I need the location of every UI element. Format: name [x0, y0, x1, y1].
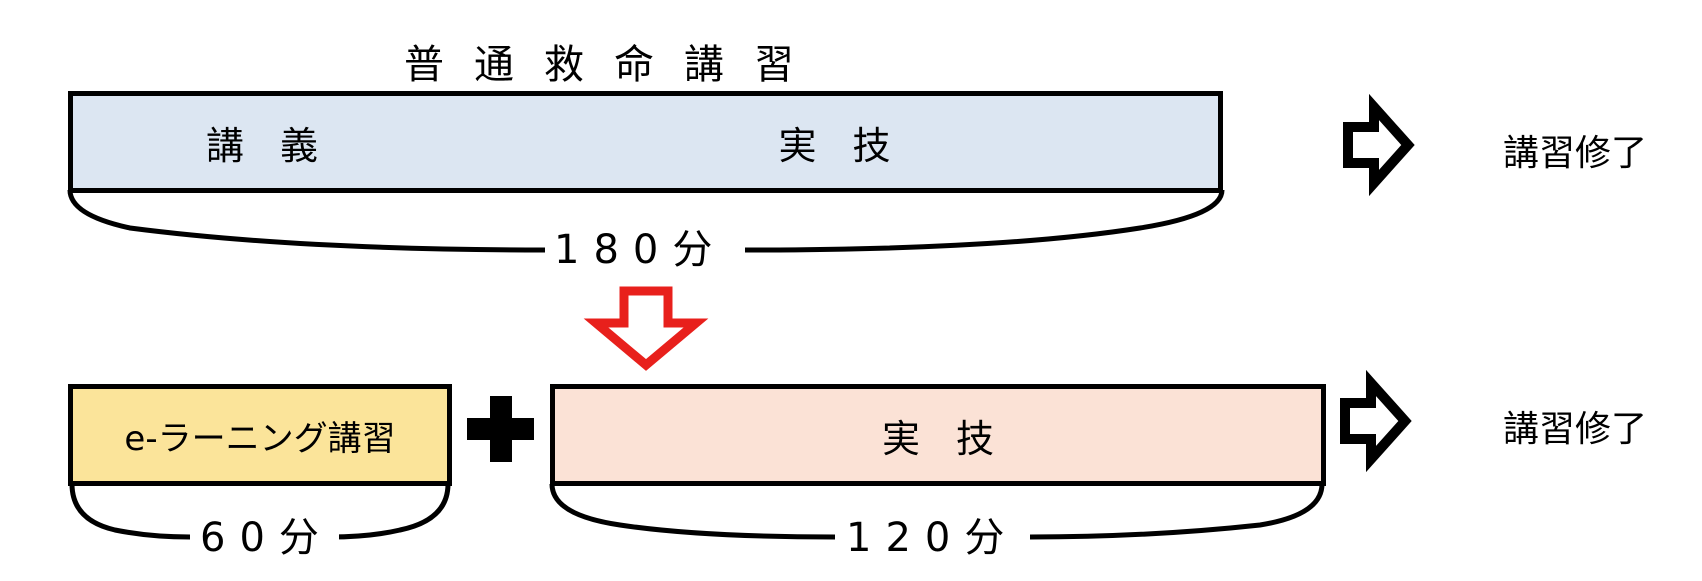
right-arrow-icon	[1340, 369, 1412, 473]
segment-lecture: 講義	[68, 91, 454, 193]
bracket-60	[69, 483, 191, 540]
diagram-title: 普通救命講習	[404, 42, 824, 88]
bracket-120	[549, 483, 836, 540]
segment-label: 実技	[778, 123, 927, 168]
right-arrow-icon	[1343, 93, 1415, 197]
duration-label-120: 120分	[840, 516, 1025, 560]
plus-icon	[467, 396, 534, 462]
duration-label-180: 180分	[548, 228, 733, 272]
segment-practice-before: 実技	[451, 91, 1223, 193]
segment-elearning: e-ラーニング講習	[68, 384, 452, 486]
segment-practice-after: 実技	[550, 384, 1326, 486]
result-label-after: 講習修了	[1503, 409, 1648, 450]
segment-label: 実技	[881, 416, 1030, 461]
bracket-180	[67, 189, 546, 253]
result-label-before: 講習修了	[1503, 133, 1648, 174]
duration-label-60: 60分	[194, 516, 339, 560]
segment-label: 講義	[205, 123, 354, 168]
down-arrow-icon	[583, 286, 709, 371]
segment-label: e-ラーニング講習	[124, 418, 396, 459]
